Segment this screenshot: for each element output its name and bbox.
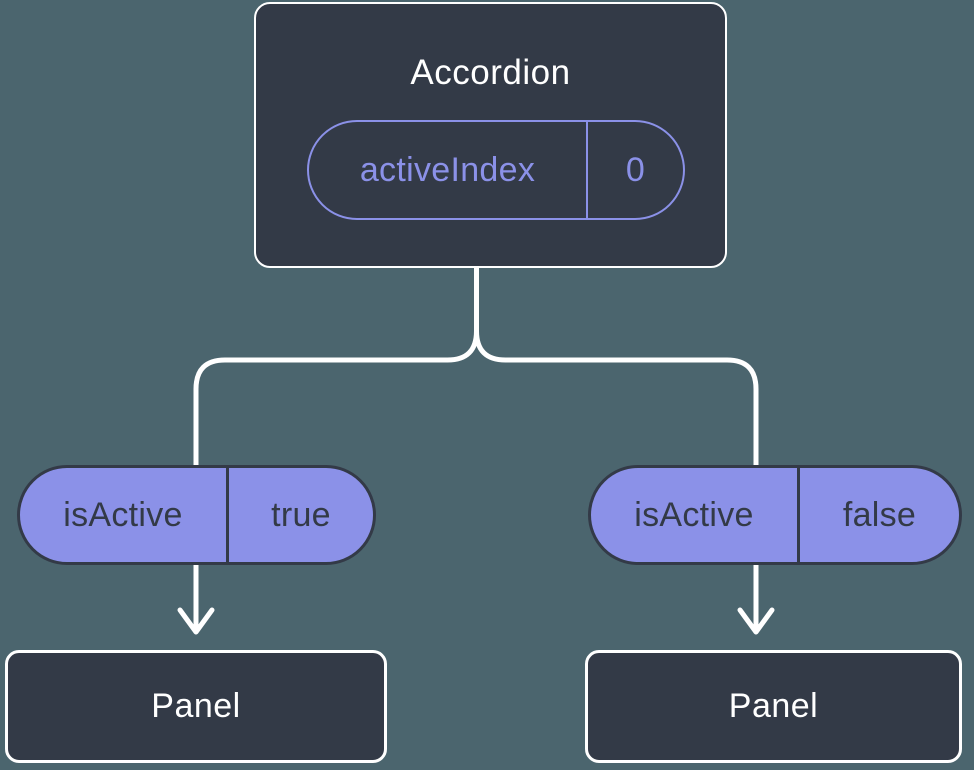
panel-node-right: Panel xyxy=(585,650,962,763)
panel-node-title: Panel xyxy=(728,687,819,725)
prop-name-label: isActive xyxy=(591,468,800,562)
connector-right-branch xyxy=(474,265,759,629)
prop-value-label: true xyxy=(271,495,331,534)
arrow-down-icon xyxy=(737,607,775,635)
state-name-label: activeIndex xyxy=(309,122,588,218)
panel-node-title: Panel xyxy=(151,687,241,725)
root-node-title: Accordion xyxy=(410,53,571,92)
state-value-label: 0 xyxy=(625,150,646,189)
prop-pill-isactive-true: isActive true xyxy=(17,465,376,565)
panel-node-left: Panel xyxy=(5,650,387,763)
connector-left-branch xyxy=(193,265,479,629)
prop-value-label: false xyxy=(842,495,917,534)
prop-pill-isactive-false: isActive false xyxy=(588,465,962,565)
root-state-pill: activeIndex 0 xyxy=(307,120,685,220)
arrow-down-icon xyxy=(177,607,215,635)
prop-name-label: isActive xyxy=(20,468,229,562)
root-node-accordion: Accordion activeIndex 0 xyxy=(254,2,727,268)
